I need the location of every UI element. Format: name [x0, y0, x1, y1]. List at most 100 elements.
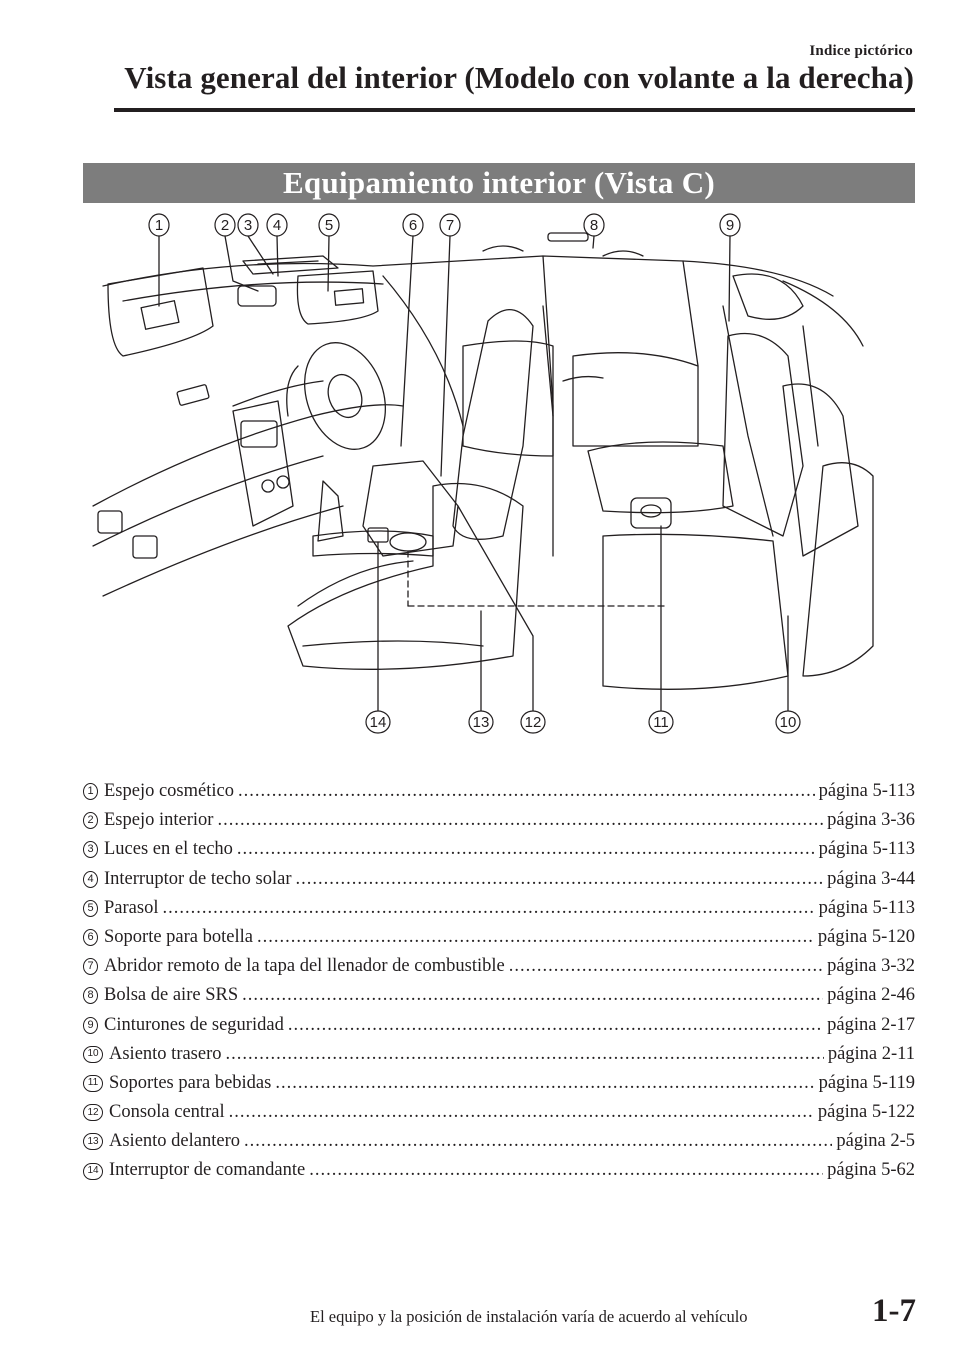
item-number-badge: 10 [83, 1045, 103, 1063]
item-label: Bolsa de aire SRS [104, 985, 239, 1006]
callout-circle [237, 213, 259, 237]
callout-number: 13 [473, 714, 490, 731]
item-number-badge: 8 [83, 987, 98, 1005]
item-number-badge: 7 [83, 958, 98, 976]
callout-number: 1 [155, 217, 163, 234]
page-title: Vista general del interior (Modelo con v… [124, 60, 914, 95]
item-label: Espejo cosmético [104, 781, 234, 801]
item-label: Espejo interior [104, 810, 214, 831]
callout-number: 11 [653, 714, 669, 731]
item-label: Interruptor de comandante [109, 1160, 306, 1181]
item-number-badge: 12 [83, 1104, 103, 1122]
page-number: 1-7 [872, 1293, 916, 1329]
center-stack [232, 400, 294, 527]
callout-number: 5 [325, 217, 333, 234]
vanity-mirror-left [140, 300, 180, 330]
list-item: 8 Bolsa de aire SRS página 2-46 [83, 981, 915, 1010]
callout-number: 6 [409, 217, 417, 234]
list-item: 14 Interruptor de comandante página 5-62 [83, 1156, 915, 1185]
dot-leader [244, 1127, 832, 1156]
item-label: Abridor remoto de la tapa del llenador d… [104, 956, 505, 977]
cup-holder-front [389, 532, 427, 552]
item-label: Asiento delantero [109, 1131, 240, 1152]
item-page-reference: página 3-44 [827, 868, 915, 889]
item-label: Cinturones de seguridad [104, 1014, 284, 1035]
shift-lever [317, 480, 344, 542]
rear-seat-side [802, 462, 874, 677]
header-rule [114, 108, 915, 112]
dot-leader [509, 952, 823, 981]
callout-circle [520, 710, 546, 734]
callout-circle [719, 213, 741, 237]
callout-circle [365, 710, 391, 734]
dot-leader [229, 1098, 814, 1127]
dot-leader [226, 1040, 824, 1069]
item-label: Soporte para botella [104, 926, 253, 947]
item-number-badge: 6 [83, 929, 98, 947]
item-number-badge: 11 [83, 1074, 103, 1092]
item-label: Asiento trasero [109, 1043, 222, 1064]
item-page-reference: página 5-119 [818, 1072, 915, 1093]
section-band-title: Equipamiento interior (Vista C) [83, 163, 915, 203]
list-item: 11 Soportes para bebidas página 5-119 [83, 1069, 915, 1098]
sun-visor-right [296, 270, 379, 325]
air-vent-left [97, 510, 123, 534]
callout-circle [775, 710, 801, 734]
callout-number: 3 [244, 217, 252, 234]
item-page-reference: página 5-120 [817, 926, 915, 947]
front-seat-left-armrest [362, 460, 459, 557]
commander-switch [367, 527, 389, 543]
vanity-mirror-right [333, 288, 365, 306]
dot-leader [296, 865, 824, 894]
dot-leader [238, 777, 815, 806]
list-item: 13 Asiento delantero página 2-5 [83, 1127, 915, 1156]
callout-number: 2 [221, 217, 229, 234]
item-page-reference: página 5-113 [818, 897, 915, 918]
callout-circle [439, 213, 461, 237]
callout-circle [266, 213, 288, 237]
rear-cup-holders [630, 497, 672, 529]
item-page-reference: página 5-113 [818, 839, 915, 860]
callout-number: 12 [525, 714, 542, 731]
item-number-badge: 2 [83, 812, 98, 830]
dot-leader [162, 894, 814, 923]
rear-seat [602, 533, 789, 690]
list-item: 7 Abridor remoto de la tapa del llenador … [83, 952, 915, 981]
sun-visor-left [107, 267, 214, 357]
callout-number: 14 [370, 714, 387, 731]
dot-leader [288, 1011, 823, 1040]
item-label: Soportes para bebidas [109, 1072, 272, 1093]
steering-wheel [303, 342, 387, 450]
rear-seat-cushion [587, 441, 734, 514]
item-number-badge: 14 [83, 1162, 103, 1180]
item-label: Parasol [104, 897, 159, 918]
callout-number: 9 [726, 217, 734, 234]
dot-leader [242, 981, 823, 1010]
item-label: Luces en el techo [104, 839, 233, 860]
dot-leader [237, 835, 815, 864]
dot-leader [309, 1156, 823, 1185]
rear-view-mirror [237, 285, 277, 307]
overhead-console [242, 255, 339, 275]
list-item: 6 Soporte para botella página 5-120 [83, 923, 915, 952]
rear-seat-back-right [722, 332, 804, 537]
callout-circle [402, 213, 424, 237]
item-page-reference: página 2-5 [836, 1131, 915, 1152]
callout-circle [583, 213, 605, 237]
item-label: Consola central [109, 1102, 225, 1123]
callout-number: 7 [446, 217, 454, 234]
item-page-reference: página 2-17 [827, 1014, 915, 1035]
item-page-reference: página 2-46 [827, 985, 915, 1006]
callout-number: 8 [590, 217, 598, 234]
list-item: 5Parasolpágina 5-113 [83, 894, 915, 923]
item-page-reference: página 5-62 [827, 1160, 915, 1181]
item-number-badge: 13 [83, 1133, 103, 1151]
